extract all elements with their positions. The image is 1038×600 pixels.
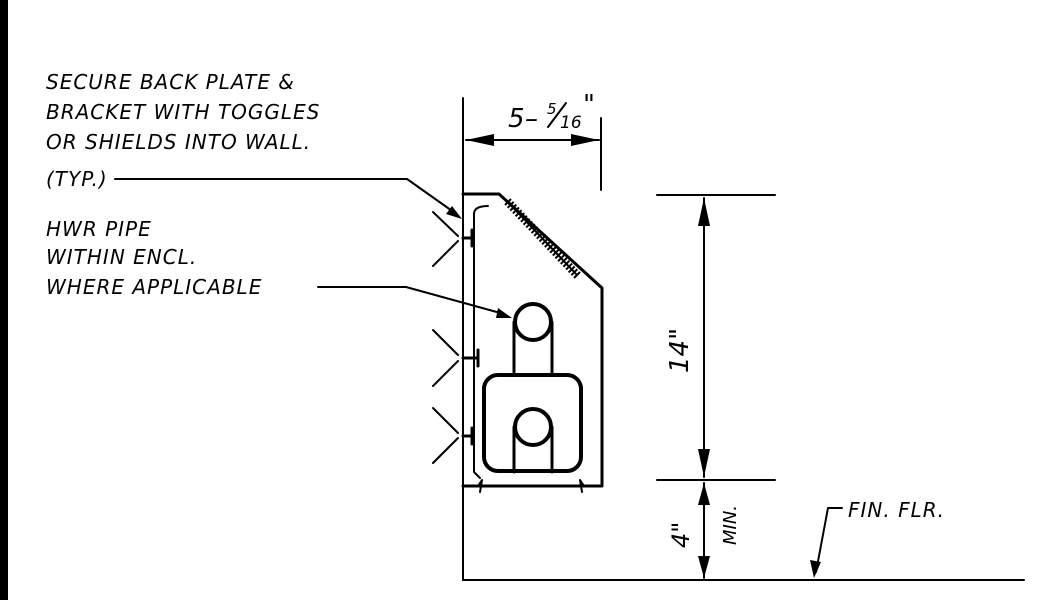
grille-tick — [541, 237, 549, 246]
wall-anchors — [432, 211, 480, 464]
air-grille — [504, 198, 581, 279]
leaders — [114, 178, 843, 578]
grille-tick — [565, 262, 573, 271]
grille-tick — [528, 223, 536, 231]
note-hwr-pipe: HWR PIPE WITHIN ENCL. WHERE APPLICABLE — [46, 217, 262, 299]
grille-tick — [538, 234, 547, 243]
grille-tick — [522, 217, 531, 226]
grille-tick — [530, 226, 539, 234]
grille-tick — [570, 268, 579, 276]
sheet-border — [0, 0, 8, 600]
grille-tick — [549, 246, 557, 254]
grille-tick — [567, 265, 576, 274]
grille-tick — [525, 220, 533, 229]
clearance-note: MIN. — [720, 505, 741, 545]
wall-and-floor — [462, 97, 1025, 581]
grille-tick — [552, 248, 560, 257]
supply-pipe — [513, 407, 553, 447]
anchor-2 — [432, 329, 480, 387]
anchor-1 — [432, 211, 474, 267]
depth-unit: " — [583, 90, 595, 120]
note-secure-line-2: BRACKET WITH TOGGLES — [46, 100, 320, 124]
depth-numerator: 5 — [547, 100, 557, 118]
note-hwr-line-2: WITHIN ENCL. — [46, 245, 197, 269]
note-secure-backplate: SECURE BACK PLATE & BRACKET WITH TOGGLES… — [46, 70, 320, 191]
grille-tick — [520, 215, 528, 223]
height-dimension: 14" — [656, 194, 776, 481]
note-secure-line-3: OR SHIELDS INTO WALL. — [46, 130, 311, 154]
grille-tick — [557, 254, 565, 262]
note-secure-line-4: (TYP.) — [46, 167, 108, 191]
grille-tick — [554, 251, 563, 260]
finned-element — [482, 302, 583, 474]
grille-tick — [560, 257, 568, 265]
note-hwr-line-1: HWR PIPE — [46, 217, 152, 241]
grille-tick — [544, 240, 552, 248]
clearance-label: 4" — [667, 522, 695, 548]
grille-tick — [504, 198, 512, 206]
depth-dimension: 5 – 5 16 " — [465, 90, 602, 191]
grille-tick — [533, 229, 541, 237]
note-finished-floor: FIN. FLR. — [848, 498, 945, 522]
height-label: 14" — [665, 328, 695, 373]
note-secure-line-1: SECURE BACK PLATE & — [46, 70, 295, 94]
grille-tick — [562, 260, 571, 268]
note-hwr-line-3: WHERE APPLICABLE — [46, 275, 262, 299]
depth-whole: 5 — [508, 104, 525, 134]
grille-tick — [514, 209, 523, 217]
enclosure — [461, 192, 604, 493]
grille-tick — [517, 212, 525, 220]
hwr-pipe — [513, 302, 553, 342]
clearance-dimension: 4" MIN. — [667, 482, 741, 579]
anchor-3 — [432, 407, 474, 464]
depth-denominator: 16 — [560, 113, 582, 133]
grille-tick — [546, 243, 555, 251]
grille-tick — [512, 206, 520, 215]
depth-dash: – — [525, 104, 538, 134]
grille-tick — [506, 201, 515, 209]
grille-tick — [536, 231, 544, 240]
grille-tick — [573, 271, 581, 279]
grille-tick — [509, 203, 518, 212]
fin-box — [482, 373, 583, 473]
